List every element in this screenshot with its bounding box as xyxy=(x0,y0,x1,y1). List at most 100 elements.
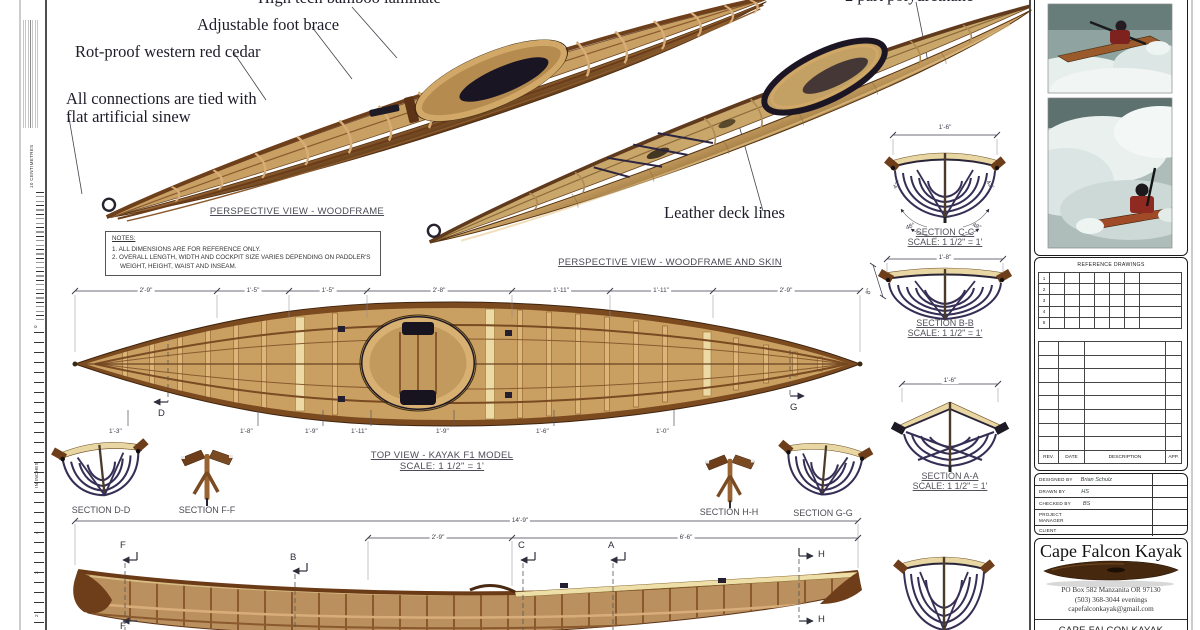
top-dim-6: 1'-11" xyxy=(651,287,671,294)
perspective-skin-title: PERSPECTIVE VIEW - WOODFRAME AND SKIN xyxy=(558,257,782,268)
cut-marker-b: B xyxy=(290,552,297,563)
top-view-scale: SCALE: 1 1/2" = 1' xyxy=(399,461,485,472)
section-cc-width: 1'-6" xyxy=(936,124,954,131)
section-aa-scale: SCALE: 1 1/2" = 1' xyxy=(912,481,988,491)
cockpit-coaming-skin xyxy=(761,37,888,116)
checked-by-cell xyxy=(1152,498,1187,509)
bottom-dim-6: 1'-6" xyxy=(536,428,549,435)
top-view-render xyxy=(72,301,863,427)
cut-marker-c: C xyxy=(518,540,525,551)
section-bb-label: SECTION B-B xyxy=(916,318,974,328)
reference-drawings-header: REFERENCE DRAWINGS xyxy=(1077,262,1145,268)
note-2b: WEIGHT, HEIGHT, WAIST AND INSEAM. xyxy=(120,262,237,270)
cut-marker-h-top: H xyxy=(818,549,825,560)
company-logo-kayak xyxy=(1043,560,1179,588)
ref-row-num: 3 xyxy=(1038,294,1050,307)
revision-table: REV. DATE DESCRIPTION APP. xyxy=(1038,341,1182,465)
note-1: 1. ALL DIMENSIONS ARE FOR REFERENCE ONLY… xyxy=(112,246,261,254)
top-view-title: TOP VIEW - KAYAK F1 MODEL xyxy=(370,450,514,461)
callout-bamboo-laminate: High tech bamboo laminate xyxy=(258,0,441,7)
section-aa-width: 1'-6" xyxy=(941,377,959,384)
top-dim-4: 2'-8" xyxy=(430,287,448,294)
ref-row-num: 2 xyxy=(1038,283,1050,296)
callout-red-cedar: Rot-proof western red cedar xyxy=(75,42,261,61)
side-dim-b: 6'-6" xyxy=(677,534,695,541)
project-manager-cell xyxy=(1152,510,1187,525)
cockpit-top-view xyxy=(359,314,477,412)
bow-toggle xyxy=(426,223,442,238)
cut-marker-f-top: F xyxy=(120,540,126,551)
reference-drawings-table: 1 2 3 4 5 xyxy=(1038,271,1182,329)
bottom-dim-5: 1'-9" xyxy=(436,428,449,435)
section-cc-scale: SCALE: 1 1/2" = 1' xyxy=(907,237,983,247)
ruler-num-2: 2 xyxy=(34,614,39,617)
company-address-block: PO Box 582 Manzanita OR 97130 (503) 368-… xyxy=(1035,586,1187,615)
rev-header-date: DATE xyxy=(1058,449,1085,465)
section-dd-label: SECTION D-D xyxy=(71,505,131,515)
checked-by-label: CHECKED BY xyxy=(1039,500,1071,506)
cut-marker-h-bottom: H xyxy=(818,614,825,625)
cockpit-coaming xyxy=(414,39,569,122)
photo-panel xyxy=(1034,0,1188,256)
client-label: CLIENT xyxy=(1039,528,1057,534)
bow-toggle xyxy=(101,197,117,212)
section-gg-drawing xyxy=(773,438,876,500)
client-cell xyxy=(1152,526,1187,536)
ruler-num-4: 4 xyxy=(34,531,39,534)
project-line-1: CAPE FALCON KAYAK xyxy=(1035,624,1187,630)
section-aa-drawing xyxy=(890,380,1010,472)
rev-header-app: APP. xyxy=(1165,449,1182,465)
leather-deck-lines xyxy=(593,132,714,179)
notes-title: NOTES: xyxy=(112,235,136,242)
callout-polyurethane-cut: 2 part polyurethane xyxy=(845,0,973,5)
callout-leaders xyxy=(67,1,929,212)
bottom-dim-2: 1'-8" xyxy=(240,428,253,435)
top-view-dimension-lines xyxy=(71,287,864,426)
section-dd-drawing xyxy=(49,436,155,502)
foot-brace-bar xyxy=(369,104,400,117)
company-address: PO Box 582 Manzanita OR 97130 xyxy=(1061,586,1161,594)
inch-ruler-ticks xyxy=(34,332,44,630)
designed-by-value: Brian Schulz xyxy=(1080,476,1113,483)
perspective-skin-render xyxy=(426,4,1032,244)
callout-foot-brace: Adjustable foot brace xyxy=(197,15,340,34)
ref-row-num: 1 xyxy=(1038,271,1050,285)
company-email: capefalconkayak@gmail.com xyxy=(1068,605,1154,614)
callout-sinew-line1: All connections are tied with xyxy=(66,89,257,108)
bottom-dim-4: 1'-11" xyxy=(351,428,367,435)
top-dim-7: 2'-9" xyxy=(777,287,795,294)
top-dim-2: 1'-5" xyxy=(244,287,262,294)
top-dim-1: 2'-9" xyxy=(137,287,155,294)
approval-panel: DESIGNED BY Brian Schulz DRAWN BY HS CHE… xyxy=(1034,473,1188,536)
section-stern-drawing xyxy=(893,556,995,630)
cut-marker-a: A xyxy=(608,540,615,551)
masik-beam xyxy=(403,96,419,124)
callout-sinew: All connections are tied with flat artif… xyxy=(66,89,257,127)
section-ff-drawing xyxy=(179,448,235,508)
rev-header-rev: REV. xyxy=(1038,449,1059,465)
notes-box: NOTES: 1. ALL DIMENSIONS ARE FOR REFEREN… xyxy=(105,231,381,276)
perspective-frame-title: PERSPECTIVE VIEW - WOODFRAME xyxy=(209,206,385,217)
drawn-by-cell xyxy=(1152,486,1187,497)
photo-kayaker-surf-2 xyxy=(1048,98,1172,248)
top-dim-5: 1'-11" xyxy=(551,287,571,294)
note-2: 2. OVERALL LENGTH, WIDTH AND COCKPIT SIZ… xyxy=(112,254,371,262)
section-bb-scale: SCALE: 1 1/2" = 1' xyxy=(907,328,983,338)
side-overall-dim: 14'-9" xyxy=(509,517,531,524)
project-manager-label: PROJECT MANAGER xyxy=(1039,512,1064,523)
top-dim-3: 1'-5" xyxy=(319,287,337,294)
company-name: Cape Falcon Kayak xyxy=(1040,541,1182,561)
ruler-zero: 0 xyxy=(33,325,38,328)
drawn-by-value: HS xyxy=(1081,488,1089,495)
section-bb-drawing xyxy=(869,255,1013,321)
rev-header-description: DESCRIPTION xyxy=(1084,449,1166,465)
company-panel: Cape Falcon Kayak PO Box 582 Manzanita O… xyxy=(1034,538,1188,630)
ref-row-num: 5 xyxy=(1038,316,1050,329)
checked-by-value: BS xyxy=(1082,500,1091,507)
project-title-block: CAPE FALCON KAYAK SEA / GREENLAND KAYAK xyxy=(1035,619,1187,630)
bottom-dim-3: 1'-9" xyxy=(305,428,318,435)
ref-row-num: 4 xyxy=(1038,305,1050,318)
ruler-cm-label: 10 CENTIMETRES xyxy=(29,144,34,188)
bottom-dim-7: 1'-0" xyxy=(656,428,669,435)
